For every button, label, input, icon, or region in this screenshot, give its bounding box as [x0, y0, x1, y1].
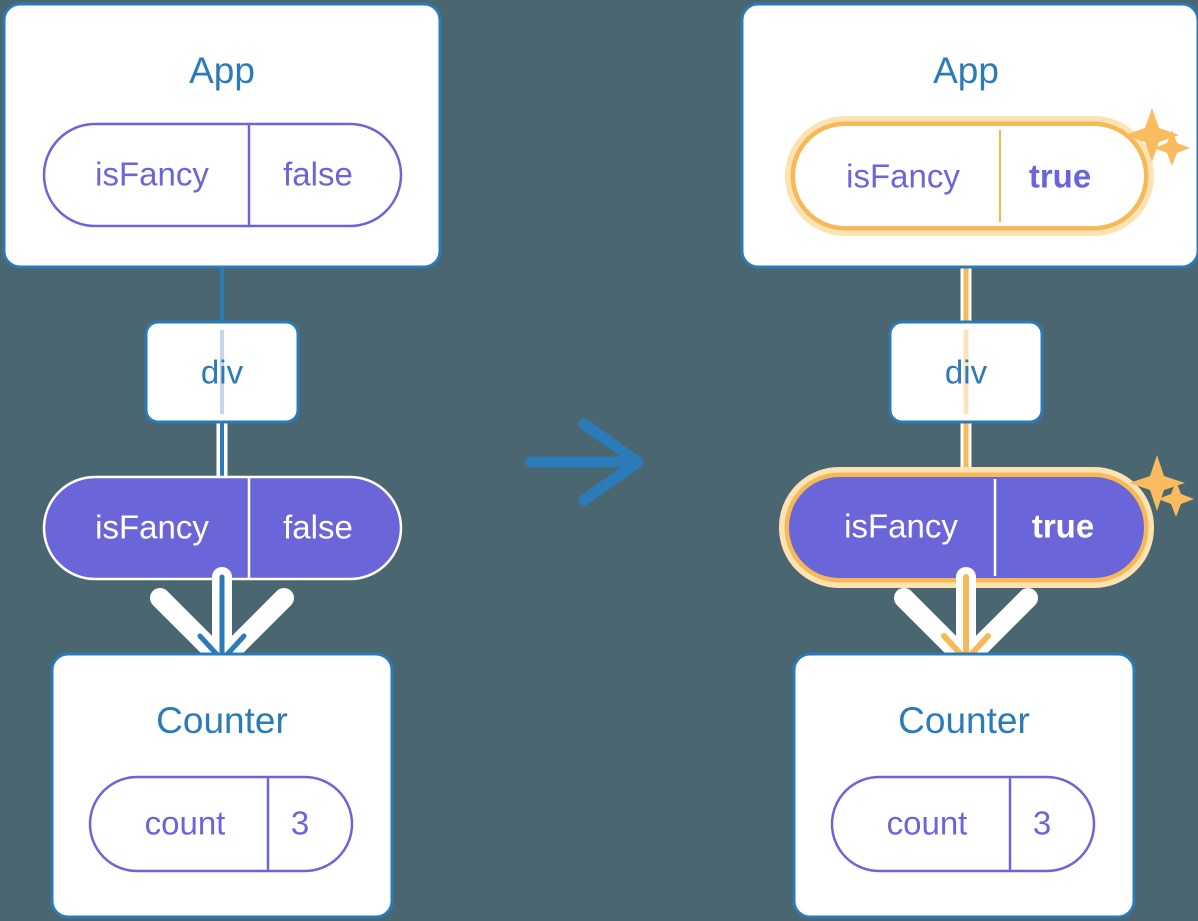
after-props-pill-key: isFancy — [844, 508, 958, 545]
before-counter-prop-pill: count 3 — [88, 775, 354, 873]
after-counter-card: Counter count 3 — [792, 652, 1136, 919]
before-counter-card: Counter count 3 — [50, 652, 394, 919]
before-app-prop-pill: isFancy false — [42, 122, 403, 228]
after-counter-prop-pill: count 3 — [830, 775, 1096, 873]
before-app-prop-key: isFancy — [95, 156, 209, 193]
before-app-title: App — [189, 50, 255, 91]
after-app-card: App isFancy true — [740, 2, 1198, 269]
after-app-prop-key: isFancy — [846, 158, 960, 195]
after-app-sparkles-icon — [1125, 108, 1190, 166]
after-arrow-props-to-counter — [894, 567, 1038, 670]
before-arrow-props-to-counter — [150, 567, 294, 670]
after-props-sparkles-icon — [1129, 455, 1194, 517]
before-app-prop-value: false — [283, 156, 353, 193]
after-app-prop-value: true — [1029, 158, 1091, 195]
before-props-pill: isFancy false — [42, 475, 403, 581]
before-app-card: App isFancy false — [2, 2, 442, 269]
before-props-pill-value: false — [283, 509, 353, 546]
before-div-label: div — [201, 354, 244, 391]
after-counter-prop-value: 3 — [1033, 805, 1051, 842]
before-props-pill-key: isFancy — [95, 509, 209, 546]
after-div-label: div — [945, 354, 988, 391]
after-props-pill-value: true — [1032, 508, 1094, 545]
after-div-card: div — [888, 320, 1044, 424]
transition-arrow-icon — [525, 418, 644, 506]
before-counter-prop-value: 3 — [291, 805, 309, 842]
before-div-card: div — [144, 320, 300, 424]
after-props-pill: isFancy true — [779, 467, 1154, 588]
after-app-prop-pill: isFancy true — [785, 116, 1154, 236]
after-app-title: App — [933, 50, 999, 91]
after-counter-prop-key: count — [887, 805, 968, 842]
before-counter-title: Counter — [156, 700, 288, 741]
after-counter-title: Counter — [898, 700, 1030, 741]
before-counter-prop-key: count — [145, 805, 226, 842]
